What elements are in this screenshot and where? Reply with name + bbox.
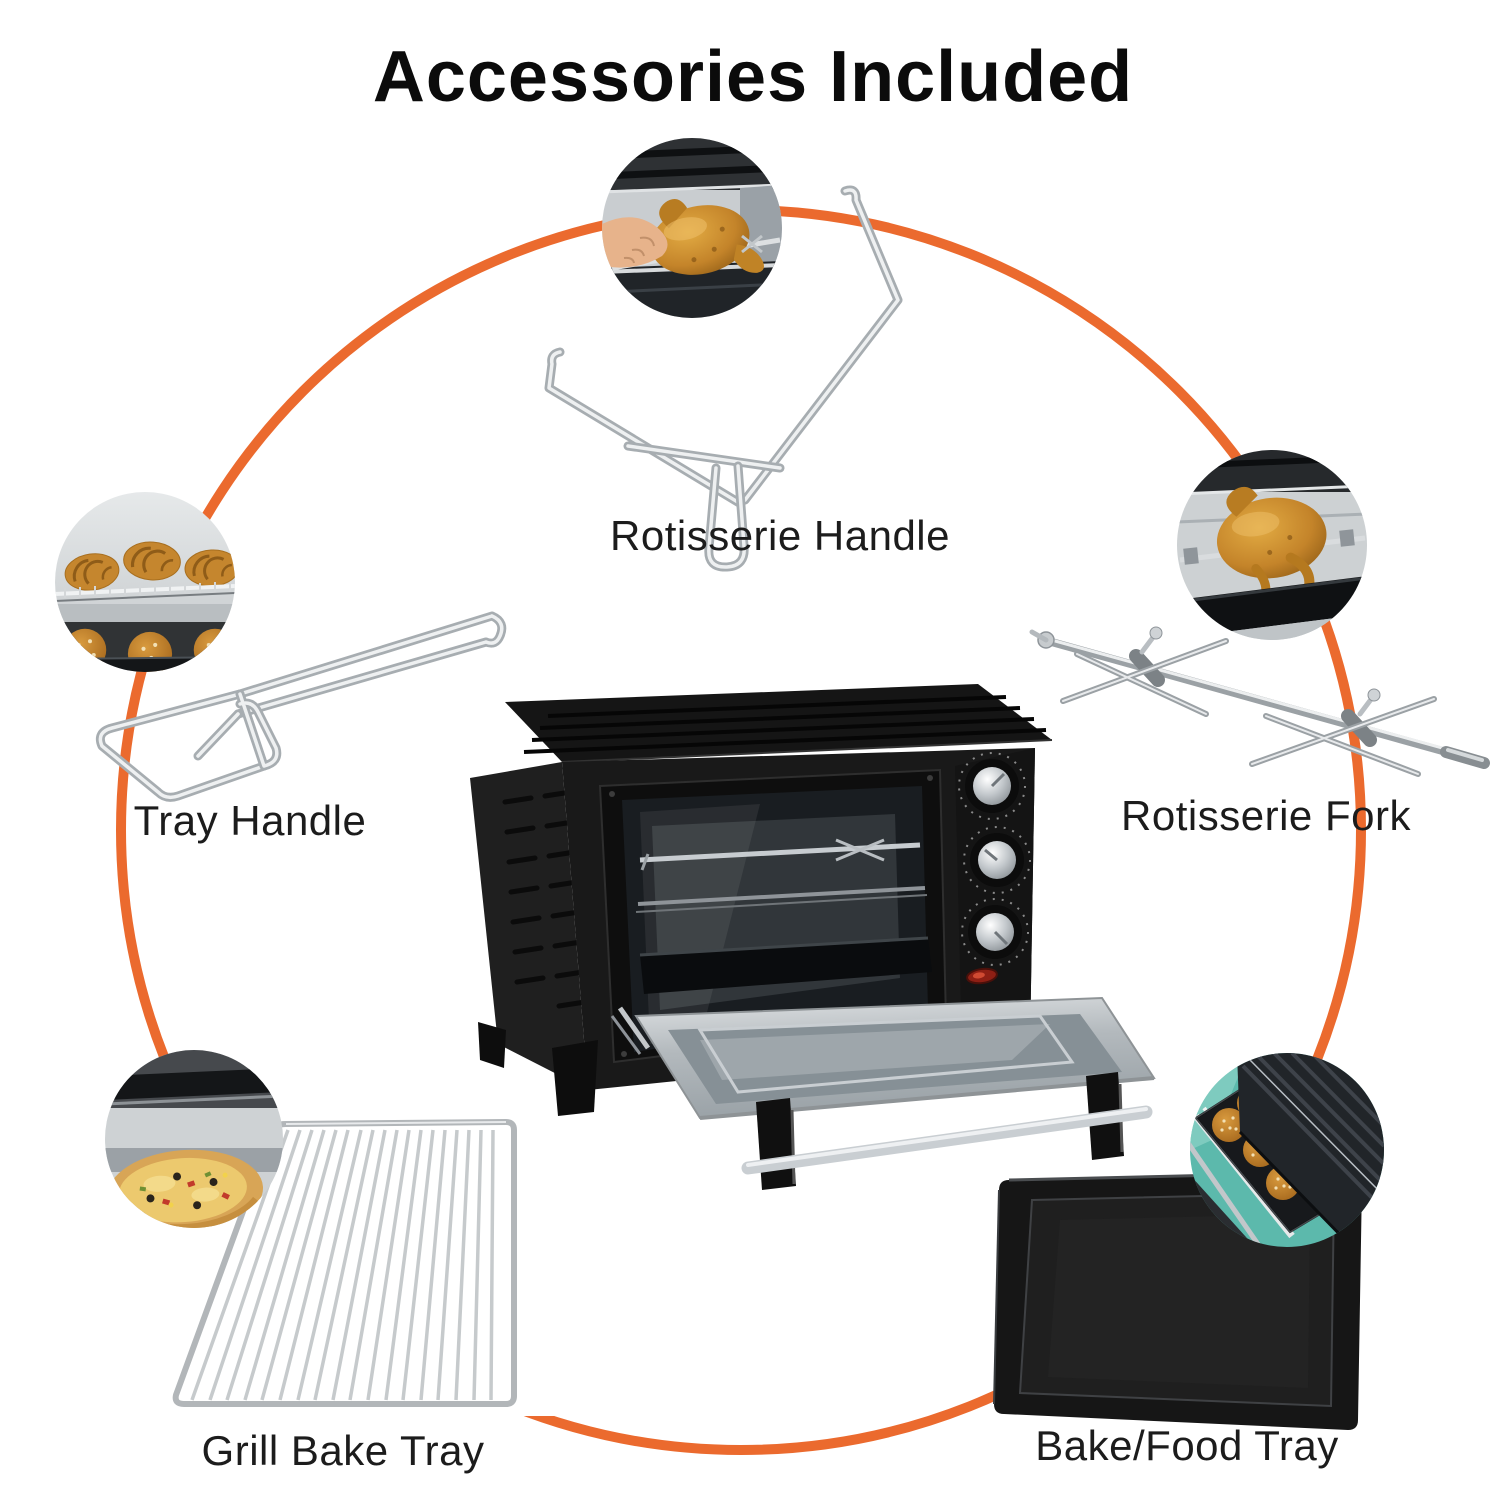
hand-holding-rotisserie-chicken-photo: [602, 138, 782, 318]
tray-handle-product: [95, 611, 507, 802]
croissants-and-buns-in-oven-photo: [55, 492, 235, 672]
oven-power-light: [966, 967, 998, 985]
rotisserie-fork-product: [1029, 626, 1490, 777]
roasted-chicken-on-spit-photo: [1177, 450, 1367, 640]
rotisserie-fork-label: Rotisserie Fork: [1121, 792, 1411, 839]
grill-bake-tray-label: Grill Bake Tray: [201, 1427, 485, 1474]
page-title: Accessories Included: [372, 37, 1134, 117]
tray-handle-label: Tray Handle: [133, 797, 367, 844]
rotisserie-handle-product: [544, 185, 903, 572]
oven-knob-top: [958, 752, 1026, 820]
rotisserie-handle-label: Rotisserie Handle: [610, 512, 950, 559]
oven-knob-bottom: [961, 898, 1029, 966]
oven-open-door: [634, 996, 1156, 1190]
oven-knob-middle: [963, 826, 1031, 894]
pizza-in-oven-photo: [105, 1050, 283, 1228]
bake-food-tray-label: Bake/Food Tray: [1035, 1422, 1339, 1469]
toaster-oven-product: [470, 684, 1156, 1190]
